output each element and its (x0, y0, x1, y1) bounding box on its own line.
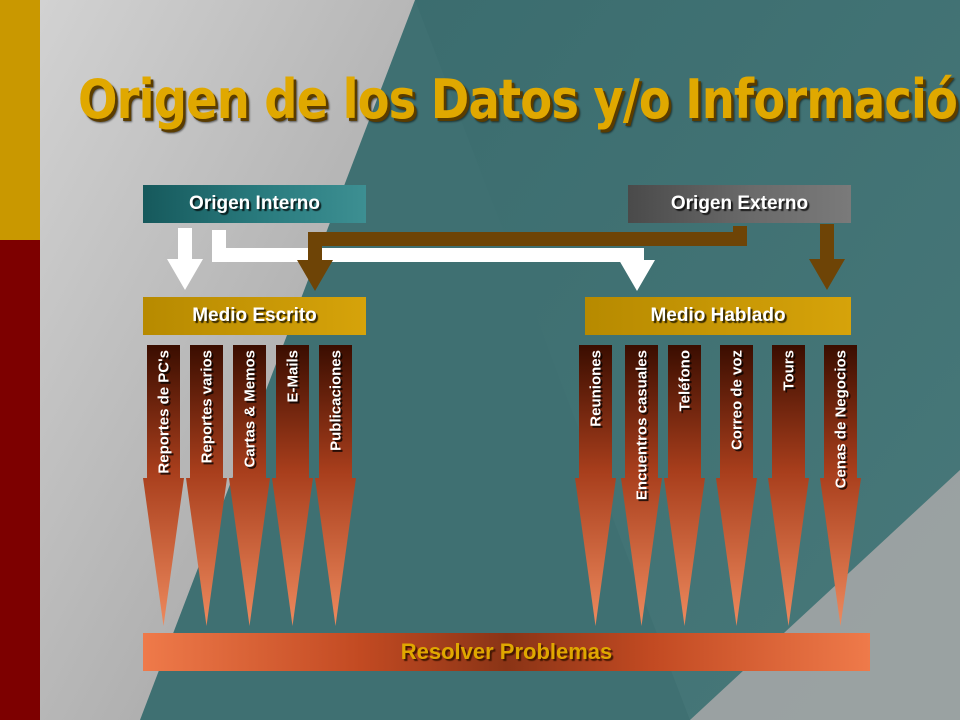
arrow-label-cartas-memos: Cartas & Memos (242, 350, 259, 468)
arrow-label-correo-de-voz: Correo de voz (729, 350, 746, 450)
arrow-label-shadow: Reportes de PC's (158, 352, 175, 476)
arrow-telefono (664, 345, 705, 626)
resolver-problemas-box: Resolver Problemas (143, 633, 870, 671)
arrow-e-mails (272, 345, 313, 626)
medio-hablado-box: Medio Hablado (585, 297, 851, 335)
arrow-encuentros-casuales (621, 345, 662, 626)
arrow-label-shadow: Tours (783, 352, 800, 393)
arrow-label-shadow: Correo de voz (731, 352, 748, 452)
arrow-reuniones (575, 345, 616, 626)
origen-externo-label: Origen Externo (670, 193, 809, 214)
left-maroon-strip (0, 240, 40, 720)
arrow-tours (768, 345, 809, 626)
arrow-label-shadow: Reportes varios (201, 352, 218, 465)
arrow-label-shadow: E-Mails (287, 352, 304, 405)
page-title: Origen de los Datos y/o Información (78, 68, 960, 131)
origen-externo-box: Origen Externo (628, 185, 851, 223)
arrow-label-encuentros-casuales: Encuentros casuales (634, 350, 651, 500)
arrow-label-shadow: Teléfono (679, 352, 696, 413)
medio-escrito-box: Medio Escrito (143, 297, 366, 335)
arrow-reportes-varios (186, 345, 227, 626)
arrow-label-publicaciones: Publicaciones (328, 350, 345, 451)
medio-escrito-label: Medio Escrito (192, 305, 317, 326)
origen-interno-label: Origen Interno (189, 193, 320, 214)
brown-connector-arrowhead (297, 260, 333, 291)
arrow-label-reuniones: Reuniones (588, 350, 605, 427)
white-connector-arrow (212, 230, 644, 262)
brown-down-arrow (809, 224, 845, 290)
arrow-correo-de-voz (716, 345, 757, 626)
arrow-label-shadow: Cartas & Memos (244, 352, 261, 470)
white-down-arrow (167, 228, 203, 290)
arrow-label-shadow: Publicaciones (330, 352, 347, 453)
arrow-label-telefono: Teléfono (677, 350, 694, 411)
arrow-label-reportes-de-pc-s: Reportes de PC's (156, 350, 173, 474)
arrow-label-shadow: Reuniones (590, 352, 607, 429)
medio-hablado-label: Medio Hablado (650, 305, 786, 326)
arrow-cartas-memos (229, 345, 270, 626)
white-connector-arrowhead (619, 260, 655, 291)
arrow-cenas-de-negocios (820, 345, 861, 626)
left-gold-strip (0, 0, 40, 240)
arrow-publicaciones (315, 345, 356, 626)
background-gray-diagonal (40, 0, 415, 720)
arrow-label-shadow: Cenas de Negocios (835, 352, 852, 490)
arrow-label-tours: Tours (781, 350, 798, 391)
arrow-label-reportes-varios: Reportes varios (199, 350, 216, 463)
arrow-reportes-de-pc-s (143, 345, 184, 626)
origen-interno-box: Origen Interno (143, 185, 366, 223)
brown-connector-arrow (308, 226, 747, 262)
arrow-label-e-mails: E-Mails (285, 350, 302, 403)
resolver-problemas-label: Resolver Problemas (400, 639, 613, 664)
arrow-label-shadow: Encuentros casuales (636, 352, 653, 502)
arrow-label-cenas-de-negocios: Cenas de Negocios (833, 350, 850, 488)
